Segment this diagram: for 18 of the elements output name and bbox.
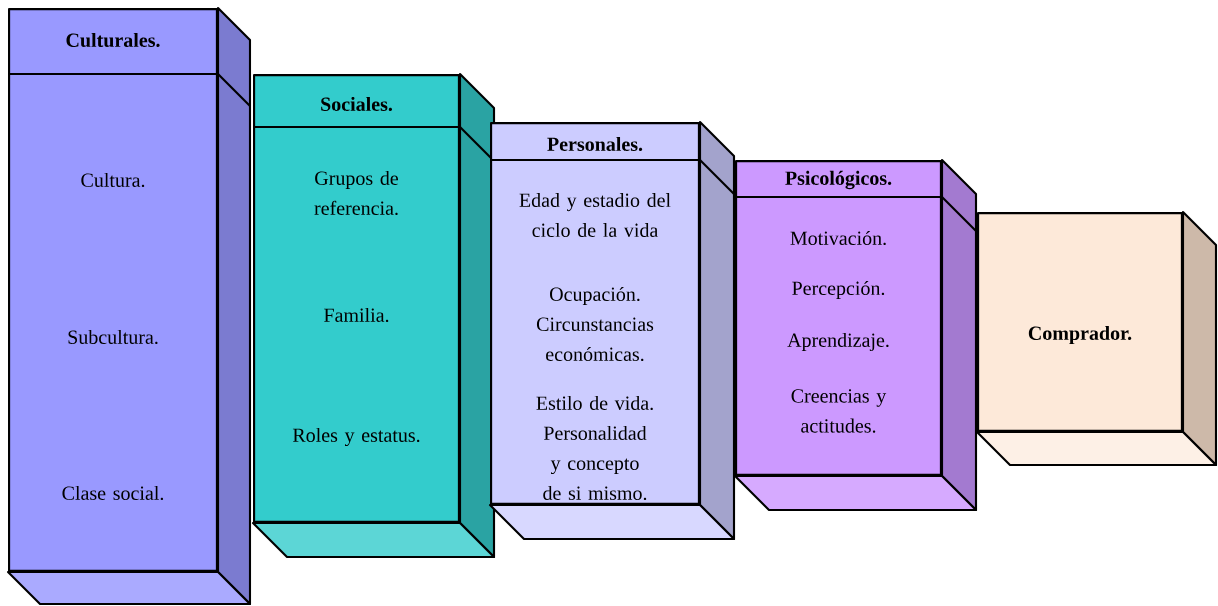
list-item: Percepción. [792,280,885,300]
box-heading: Personales. [547,136,643,152]
box-heading: Culturales. [66,32,160,48]
list-item: Aprendizaje. [787,332,889,352]
box-heading: Sociales. [321,96,392,112]
list-item: Ocupación. Circunstancias económicas. [536,286,654,362]
list-item: Motivación. [790,230,886,246]
list-item: Cultura. [81,172,145,188]
box-heading: Psicológicos. [785,170,892,190]
list-item: Creencias y actitudes. [791,389,887,433]
list-item: Familia. [324,307,389,323]
list-item: Clase social. [62,485,164,501]
list-item: Subcultura. [68,329,158,345]
list-item: Estilo de vida. Personalidad y concepto de si mismo. [536,395,653,501]
list-item: Grupos de referencia. [314,170,398,216]
box-heading: Comprador. [1028,325,1132,345]
list-item: Edad y estadio del ciclo de la vida [519,192,671,237]
list-item: Roles y estatus. [292,427,420,447]
